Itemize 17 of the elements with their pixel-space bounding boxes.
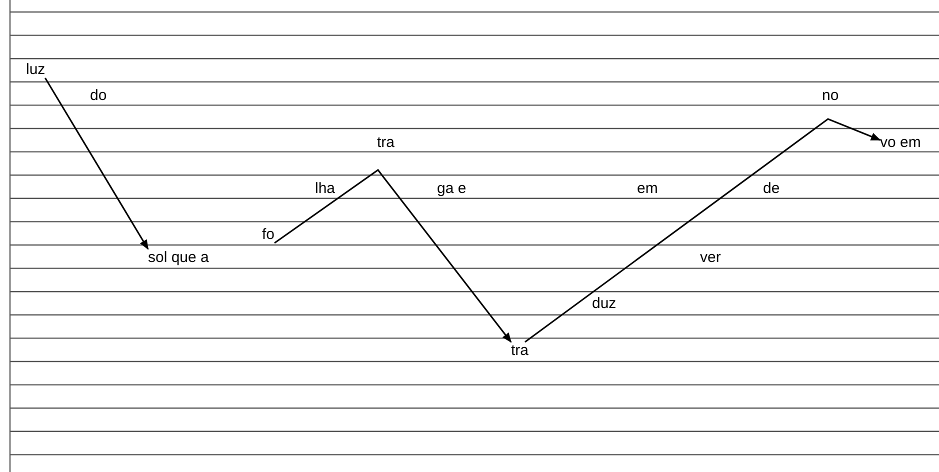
word: vo em [880,134,921,151]
word: do [90,87,107,104]
word: ga e [437,180,466,197]
word: sol que a [148,249,209,266]
word: lha [315,180,336,197]
word: tra [377,134,395,151]
word: tra [511,342,529,359]
word: duz [592,295,616,312]
arrow [274,168,512,343]
word: no [822,87,839,104]
word: em [637,180,658,197]
word: fo [262,226,275,243]
arrow [44,78,149,250]
word: de [763,180,780,197]
word: ver [700,249,721,266]
arrow [524,118,881,343]
word: luz [26,61,46,78]
